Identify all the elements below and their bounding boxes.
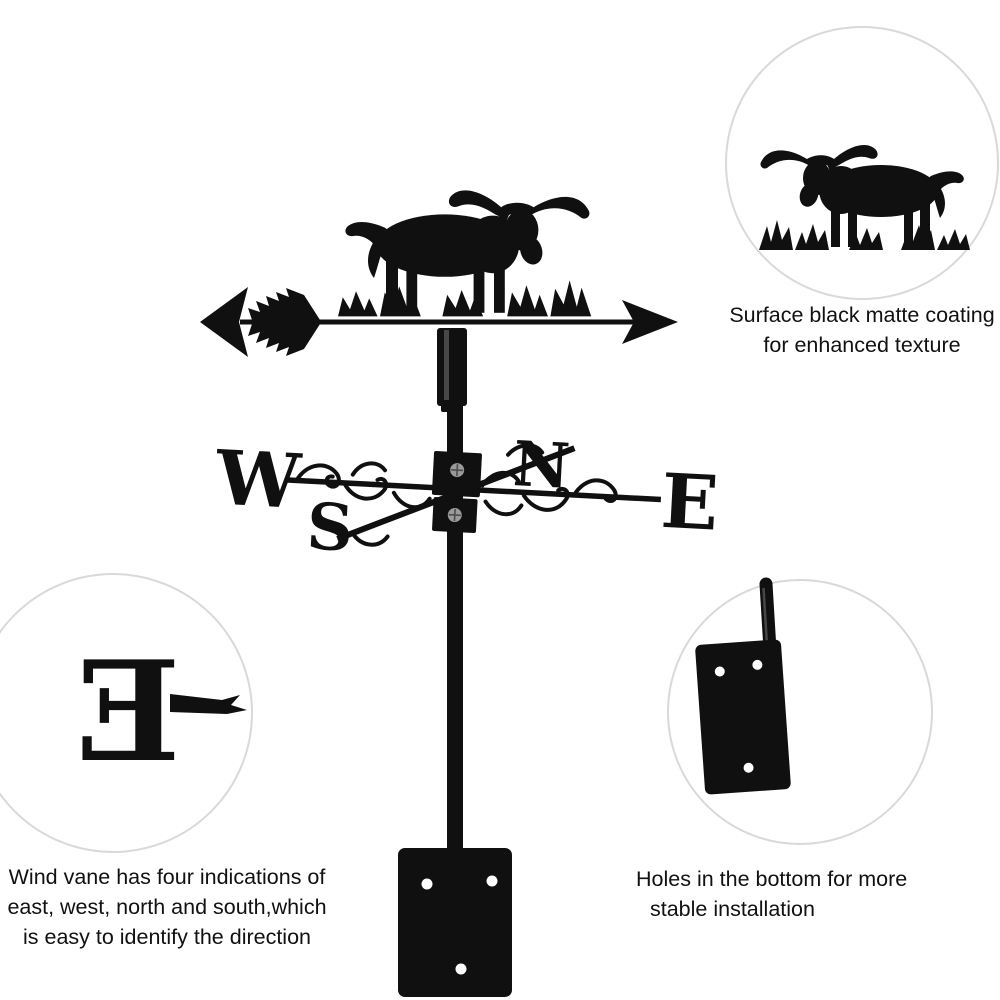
direction-hub bbox=[431, 450, 482, 534]
plate-hole bbox=[752, 659, 763, 670]
letter-west: W bbox=[213, 433, 304, 525]
caption-line: Holes in the bottom for more bbox=[636, 867, 908, 891]
callout-circle bbox=[0, 573, 253, 853]
mounting-plate bbox=[398, 848, 512, 997]
caption-line: stable installation bbox=[650, 897, 815, 921]
detail-bull-silhouette bbox=[759, 144, 970, 250]
main-bull-silhouette bbox=[338, 190, 592, 317]
caption-line: Surface black matte coating bbox=[729, 303, 995, 327]
arrow-nock bbox=[200, 287, 248, 357]
plate-hole bbox=[421, 878, 433, 890]
plate-hole bbox=[714, 666, 725, 677]
caption-line: Wind vane has four indications of bbox=[8, 865, 326, 889]
letter-north: N bbox=[511, 427, 571, 503]
caption-directions: Wind vane has four indications of east, … bbox=[0, 862, 334, 952]
caption-coating: Surface black matte coating for enhanced… bbox=[700, 300, 1000, 360]
arrow-fletching-bottom bbox=[248, 324, 320, 356]
callout-direction-letter: E bbox=[0, 573, 253, 853]
detail-mounting-plate bbox=[695, 639, 791, 795]
caption-holes: Holes in the bottom for more stable inst… bbox=[636, 864, 966, 924]
callout-circle bbox=[667, 579, 933, 845]
arrowhead bbox=[622, 300, 678, 344]
wind-arrow bbox=[200, 287, 678, 357]
pivot-sleeve bbox=[437, 328, 467, 412]
callout-circle bbox=[725, 26, 999, 300]
letter-south: S bbox=[305, 489, 355, 566]
callout-coating bbox=[725, 26, 999, 300]
arrow-fletching-top bbox=[248, 288, 320, 320]
plate-hole bbox=[486, 875, 498, 887]
plate-hole bbox=[455, 963, 467, 975]
letter-support-arm bbox=[170, 694, 247, 714]
caption-line: is easy to identify the direction bbox=[22, 925, 311, 949]
plate-hole bbox=[743, 762, 754, 773]
caption-line: east, west, north and south,which bbox=[7, 895, 327, 919]
callout-base-plate bbox=[667, 577, 933, 845]
scrollwork-ornament bbox=[294, 443, 618, 547]
caption-line: for enhanced texture bbox=[763, 333, 961, 357]
detail-letter-east: E bbox=[75, 630, 180, 793]
direction-cross-nsew: W E N S bbox=[213, 427, 721, 567]
letter-east: E bbox=[659, 457, 721, 548]
